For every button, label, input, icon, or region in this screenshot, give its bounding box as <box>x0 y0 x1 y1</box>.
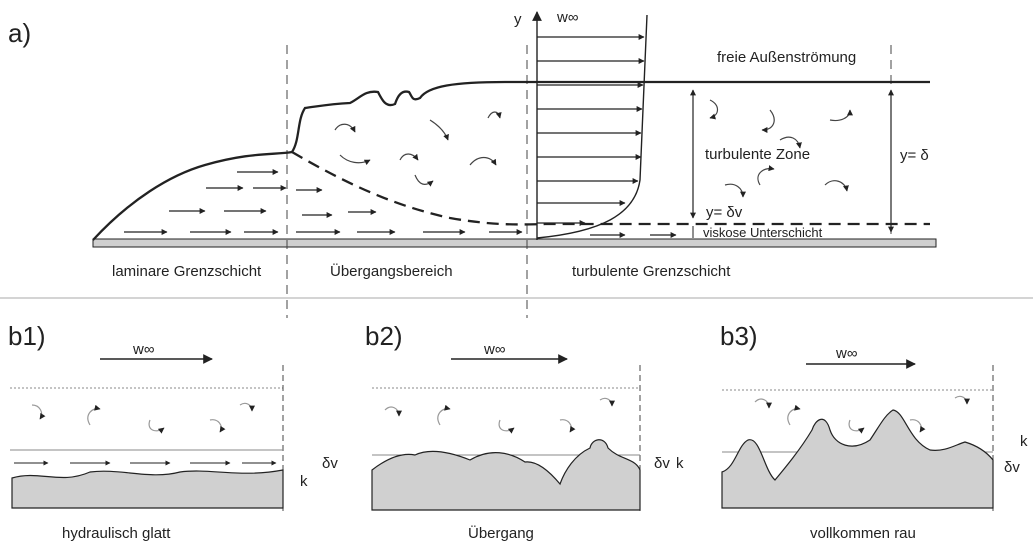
b2-w-inf: w∞ <box>483 341 506 358</box>
b2-delta-v: δv <box>654 455 670 472</box>
panel-b1-label: b1) <box>8 321 46 351</box>
panel-b3: b3) w∞ δv k vollkommen rau <box>720 321 1028 542</box>
turbulent-zone-label: turbulente Zone <box>705 146 810 163</box>
laminar-flow-arrows <box>124 169 677 238</box>
b1-w-inf: w∞ <box>132 341 155 358</box>
b3-eddies <box>754 395 970 434</box>
eddy-arrows <box>334 99 853 198</box>
viscous-sublayer-edge <box>291 151 930 226</box>
panel-b2: b2) w∞ δv k Übergang <box>365 321 684 542</box>
b2-eddies <box>384 397 615 434</box>
region-laminar-label: laminare Grenzschicht <box>112 263 262 280</box>
b1-wall <box>11 469 284 509</box>
free-stream-velocity-label: w∞ <box>556 9 579 26</box>
b3-wall <box>721 409 994 509</box>
b2-caption: Übergang <box>468 524 534 542</box>
b3-w-inf: w∞ <box>835 345 858 362</box>
b2-wall <box>371 439 641 511</box>
y-axis-label: y <box>514 11 522 28</box>
b3-caption: vollkommen rau <box>810 525 916 542</box>
velocity-profile <box>536 14 648 239</box>
panel-b2-label: b2) <box>365 321 403 351</box>
viscous-sublayer-label: viskose Unterschicht <box>703 225 823 240</box>
delta-label: y= δ <box>900 147 929 164</box>
region-transition-label: Übergangsbereich <box>330 262 453 280</box>
delta-v-label: y= δv <box>706 204 743 221</box>
b2-k: k <box>676 455 684 472</box>
b3-k: k <box>1020 433 1028 450</box>
b1-delta-v: δv <box>322 455 338 472</box>
b1-k: k <box>300 473 308 490</box>
flat-plate <box>92 238 937 248</box>
profile-arrows <box>537 34 645 226</box>
b1-eddies <box>31 402 255 434</box>
boundary-layer-edge <box>92 80 930 241</box>
part-a-label: a) <box>8 18 31 48</box>
free-stream-label: freie Außenströmung <box>717 49 856 66</box>
panel-b3-label: b3) <box>720 321 758 351</box>
b1-caption: hydraulisch glatt <box>62 525 171 542</box>
b3-delta-v: δv <box>1004 459 1020 476</box>
panel-b1: b1) w∞ δv k hydraulisch glatt <box>8 321 338 542</box>
region-turbulent-label: turbulente Grenzschicht <box>572 263 731 280</box>
